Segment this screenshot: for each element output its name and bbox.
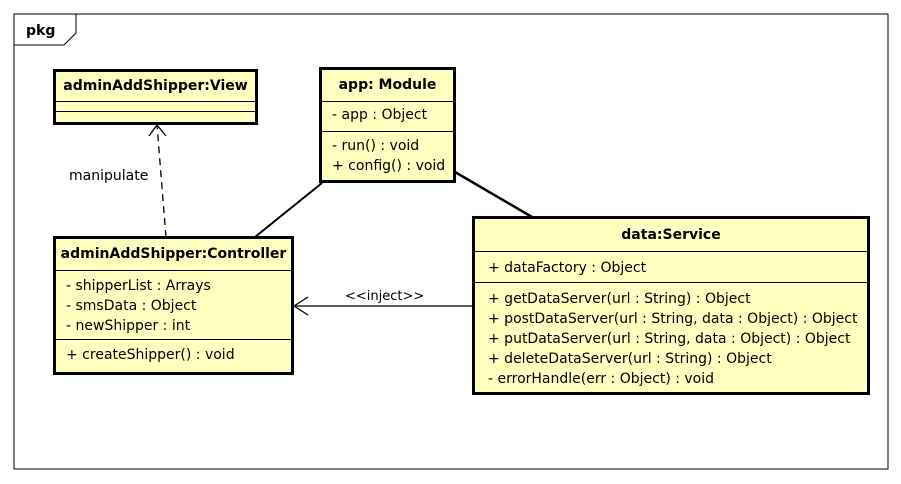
class-controller-attributes: - shipperList : Arrays - smsData : Objec… — [56, 271, 291, 340]
service-attribute: + dataFactory : Object — [488, 260, 647, 276]
class-service[interactable]: data:Service + dataFactory : Object + ge… — [472, 216, 870, 395]
package-name: pkg — [26, 23, 56, 39]
service-operation: - errorHandle(err : Object) : void — [488, 371, 715, 387]
class-controller[interactable]: adminAddShipper:Controller - shipperList… — [53, 236, 294, 375]
class-controller-operations: + createShipper() : void — [56, 340, 291, 368]
package-frame — [13, 13, 889, 470]
class-view-operations — [56, 112, 255, 122]
dependency-inject-arrowhead — [292, 296, 309, 316]
manipulate-label: manipulate — [69, 168, 149, 184]
class-view-attributes — [56, 102, 255, 112]
module-operation: - run() : void — [332, 138, 420, 154]
association-controller-module — [254, 182, 323, 238]
class-module-attributes: - app : Object — [322, 102, 453, 132]
service-operation: + putDataServer(url : String, data : Obj… — [488, 331, 851, 347]
class-service-title: data:Service — [475, 219, 867, 252]
service-operation: + getDataServer(url : String) : Object — [488, 291, 751, 307]
module-attribute: - app : Object — [332, 107, 428, 123]
association-module-service — [454, 170, 533, 219]
controller-attribute: - newShipper : int — [66, 318, 191, 334]
service-operation: + postDataServer(url : String, data : Ob… — [488, 311, 858, 327]
inject-label: <<inject>> — [345, 289, 425, 304]
class-view-title: adminAddShipper:View — [56, 72, 255, 102]
dependency-manipulate-line — [156, 124, 167, 238]
class-module-title: app: Module — [322, 70, 453, 102]
dependency-manipulate-arrowhead — [148, 123, 167, 137]
controller-attribute: - smsData : Object — [66, 298, 197, 314]
class-view[interactable]: adminAddShipper:View — [53, 69, 258, 125]
class-controller-title: adminAddShipper:Controller — [56, 239, 291, 271]
service-operation: + deleteDataServer(url : String) : Objec… — [488, 351, 772, 367]
module-operation: + config() : void — [332, 158, 446, 174]
class-service-attributes: + dataFactory : Object — [475, 252, 867, 283]
class-service-operations: + getDataServer(url : String) : Object +… — [475, 283, 867, 392]
controller-attribute: - shipperList : Arrays — [66, 278, 211, 294]
package-tab — [14, 14, 77, 46]
class-module[interactable]: app: Module - app : Object - run() : voi… — [319, 67, 456, 183]
class-module-operations: - run() : void + config() : void — [322, 132, 453, 179]
controller-operation: + createShipper() : void — [66, 347, 235, 363]
